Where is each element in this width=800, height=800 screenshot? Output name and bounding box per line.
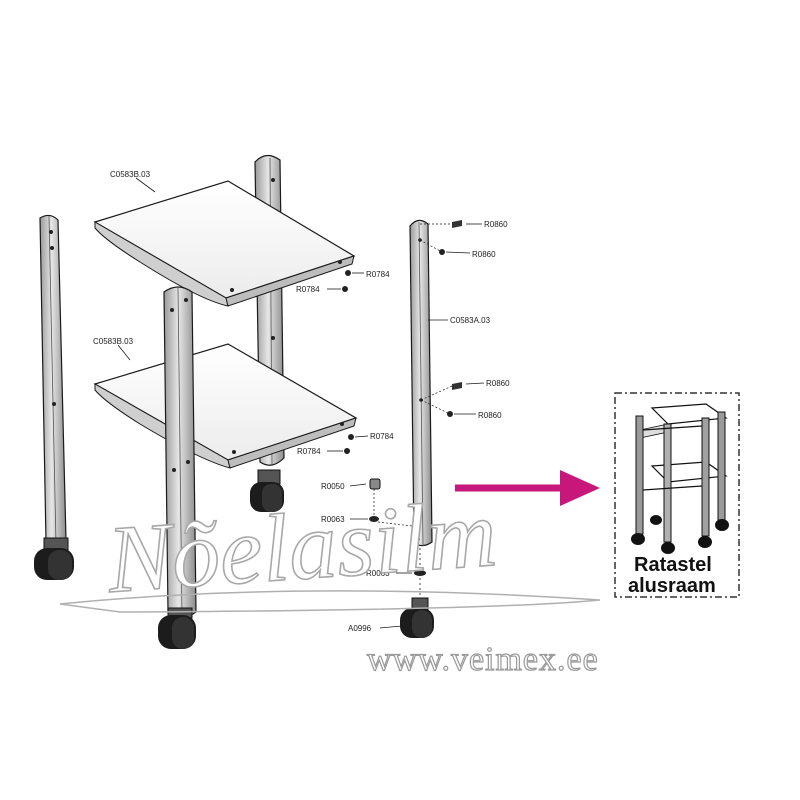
label-r0784-1: R0784: [366, 270, 390, 279]
arrow-to-assembled: [455, 470, 600, 506]
inset-assembled-trolley: Ratastel alusraam: [614, 392, 740, 598]
caster-left: [34, 537, 74, 580]
inset-caption-line2: alusraam: [628, 575, 716, 597]
hardware: [342, 220, 462, 576]
label-r0860-2: R0860: [472, 250, 496, 259]
label-a0996: A0996: [348, 624, 372, 633]
label-shelf-bottom: C0583B.03: [93, 337, 134, 346]
label-r0063-2: R0063: [366, 569, 390, 578]
inset-caption-line1: Ratastel: [634, 554, 712, 576]
detached-leg: [409, 219, 433, 547]
label-r0063-1: R0063: [321, 515, 345, 524]
label-shelf-top: C0583B.03: [110, 170, 151, 179]
watermark: Nõelasilm www.veimex.ee: [59, 478, 601, 679]
watermark-logo: Nõelasilm: [103, 479, 500, 613]
label-r0784-2: R0784: [296, 285, 320, 294]
label-leg: C0583A.03: [450, 316, 491, 325]
label-r0860-3: R0860: [486, 379, 510, 388]
shelf-top: [93, 180, 356, 307]
caster-back-right: [250, 469, 284, 512]
caster-front: [158, 607, 196, 649]
leader-lines: [117, 177, 485, 629]
label-r0860-1: R0860: [484, 220, 508, 229]
label-r0050: R0050: [321, 482, 345, 491]
label-r0784-4: R0784: [297, 447, 321, 456]
label-r0784-3: R0784: [370, 432, 394, 441]
label-r0860-4: R0860: [478, 411, 502, 420]
watermark-url: www.veimex.ee: [367, 641, 599, 678]
shelf-bottom: [93, 343, 358, 469]
left-leg: [39, 214, 67, 546]
